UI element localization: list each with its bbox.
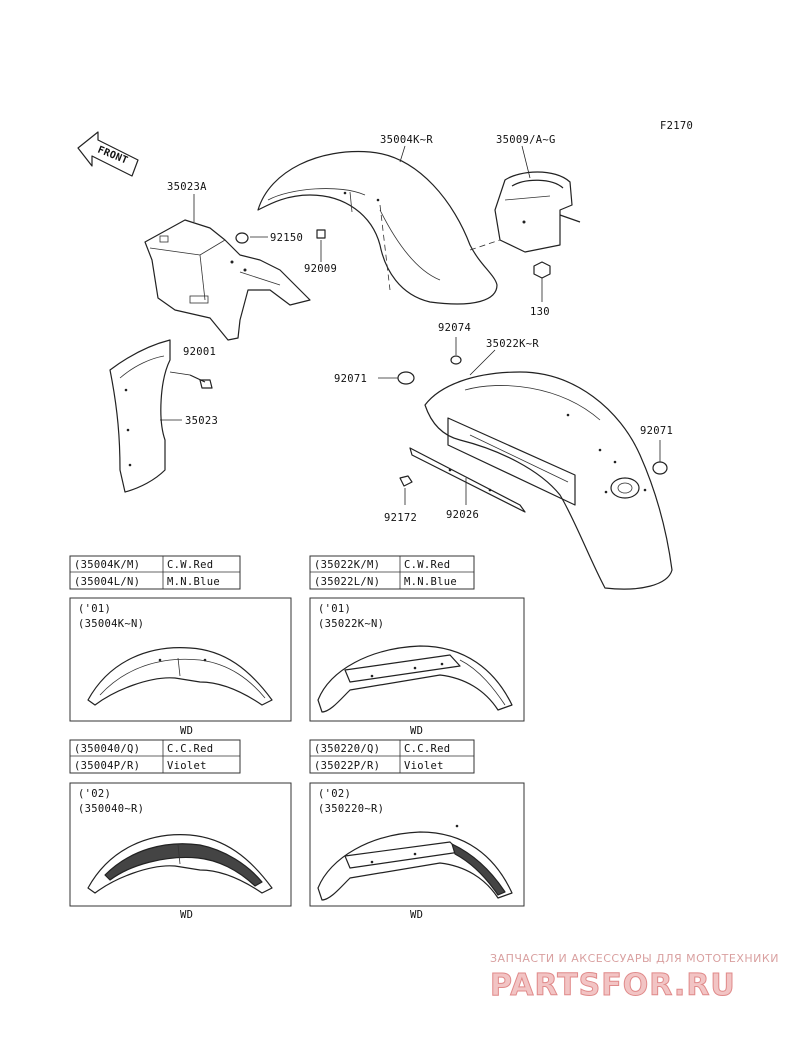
watermark-logo: ЗАПЧАСТИ И АКСЕССУАРЫ ДЛЯ МОТОТЕХНИКИ PA… — [490, 952, 779, 1004]
label-92172: 92172 — [384, 512, 417, 524]
table-code: (35004P/R) — [74, 760, 140, 772]
variant-note: WD — [180, 909, 193, 921]
table-code: (35004K/M) — [74, 559, 140, 571]
table-color: C.W.Red — [404, 559, 450, 571]
table-color: C.C.Red — [167, 743, 213, 755]
label-35023a: 35023A — [167, 181, 207, 193]
label-92074: 92074 — [438, 322, 471, 334]
variant-note: WD — [410, 909, 423, 921]
watermark-brand: PARTSFOR.RU — [490, 968, 736, 1003]
variant-box-front-01: ('01) (35004K~N) WD — [69, 597, 292, 737]
washer-92071b-drawing — [652, 440, 668, 475]
variant-range: (35004K~N) — [78, 618, 144, 630]
table-code: (35004L/N) — [74, 576, 140, 588]
label-130: 130 — [530, 306, 550, 318]
figure-code: F2170 — [660, 120, 693, 132]
fender-bracket-drawing — [469, 171, 581, 253]
variant-year: ('02) — [318, 788, 351, 800]
washer-92074-drawing — [450, 337, 462, 365]
label-35023: 35023 — [185, 415, 218, 427]
table-color: M.N.Blue — [167, 576, 220, 588]
table-code: (350220/Q) — [314, 743, 380, 755]
label-92071-left: 92071 — [334, 373, 367, 385]
table-color: M.N.Blue — [404, 576, 457, 588]
washer-92071a-drawing — [378, 371, 415, 385]
variant-year: ('02) — [78, 788, 111, 800]
color-table-rear-2: (350220/Q) C.C.Red (35022P/R) Violet — [309, 739, 475, 774]
variant-note: WD — [410, 725, 423, 737]
table-code: (35022P/R) — [314, 760, 380, 772]
variant-box-rear-02: ('02) (350220~R) WD — [309, 782, 525, 921]
stay-92026-drawing — [409, 447, 526, 513]
variant-note: WD — [180, 725, 193, 737]
color-table-rear-1: (35022K/M) C.W.Red (35022L/N) M.N.Blue — [309, 555, 475, 590]
table-color: C.W.Red — [167, 559, 213, 571]
label-92026: 92026 — [446, 509, 479, 521]
label-35009: 35009/A~G — [496, 134, 556, 146]
watermark-tagline: ЗАПЧАСТИ И АКСЕССУАРЫ ДЛЯ МОТОТЕХНИКИ — [490, 952, 779, 965]
grommet-92150-drawing — [235, 232, 268, 244]
table-color: Violet — [404, 760, 444, 772]
label-92001: 92001 — [183, 346, 216, 358]
table-code: (350040/Q) — [74, 743, 140, 755]
label-35022: 35022K~R — [486, 338, 539, 350]
front-direction-arrow: FRONT — [77, 131, 139, 177]
table-color: Violet — [167, 760, 207, 772]
label-92150: 92150 — [270, 232, 303, 244]
label-92071-right: 92071 — [640, 425, 673, 437]
bolt-92172-drawing — [399, 475, 413, 505]
bolt-92001-drawing — [169, 371, 213, 389]
battery-tray-drawing — [144, 219, 311, 341]
variant-range: (350220~R) — [318, 803, 384, 815]
variant-box-rear-01: ('01) (35022K~N) WD — [309, 597, 525, 737]
variant-year: ('01) — [318, 603, 351, 615]
table-color: C.C.Red — [404, 743, 450, 755]
variant-range: (35022K~N) — [318, 618, 384, 630]
table-code: (35022K/M) — [314, 559, 380, 571]
front-fender-drawing — [257, 150, 498, 305]
color-table-front-2: (350040/Q) C.C.Red (35004P/R) Violet — [69, 739, 241, 774]
variant-year: ('01) — [78, 603, 111, 615]
rear-fender-drawing — [424, 371, 673, 590]
table-code: (35022L/N) — [314, 576, 380, 588]
bolt-130-drawing — [533, 261, 551, 302]
label-92009: 92009 — [304, 263, 337, 275]
color-table-front-1: (35004K/M) C.W.Red (35004L/N) M.N.Blue — [69, 555, 241, 590]
inner-flap-drawing — [109, 339, 182, 493]
label-35004: 35004K~R — [380, 134, 433, 146]
clip-92009-drawing — [316, 229, 326, 262]
variant-range: (350040~R) — [78, 803, 144, 815]
variant-box-front-02: ('02) (350040~R) WD — [69, 782, 292, 921]
